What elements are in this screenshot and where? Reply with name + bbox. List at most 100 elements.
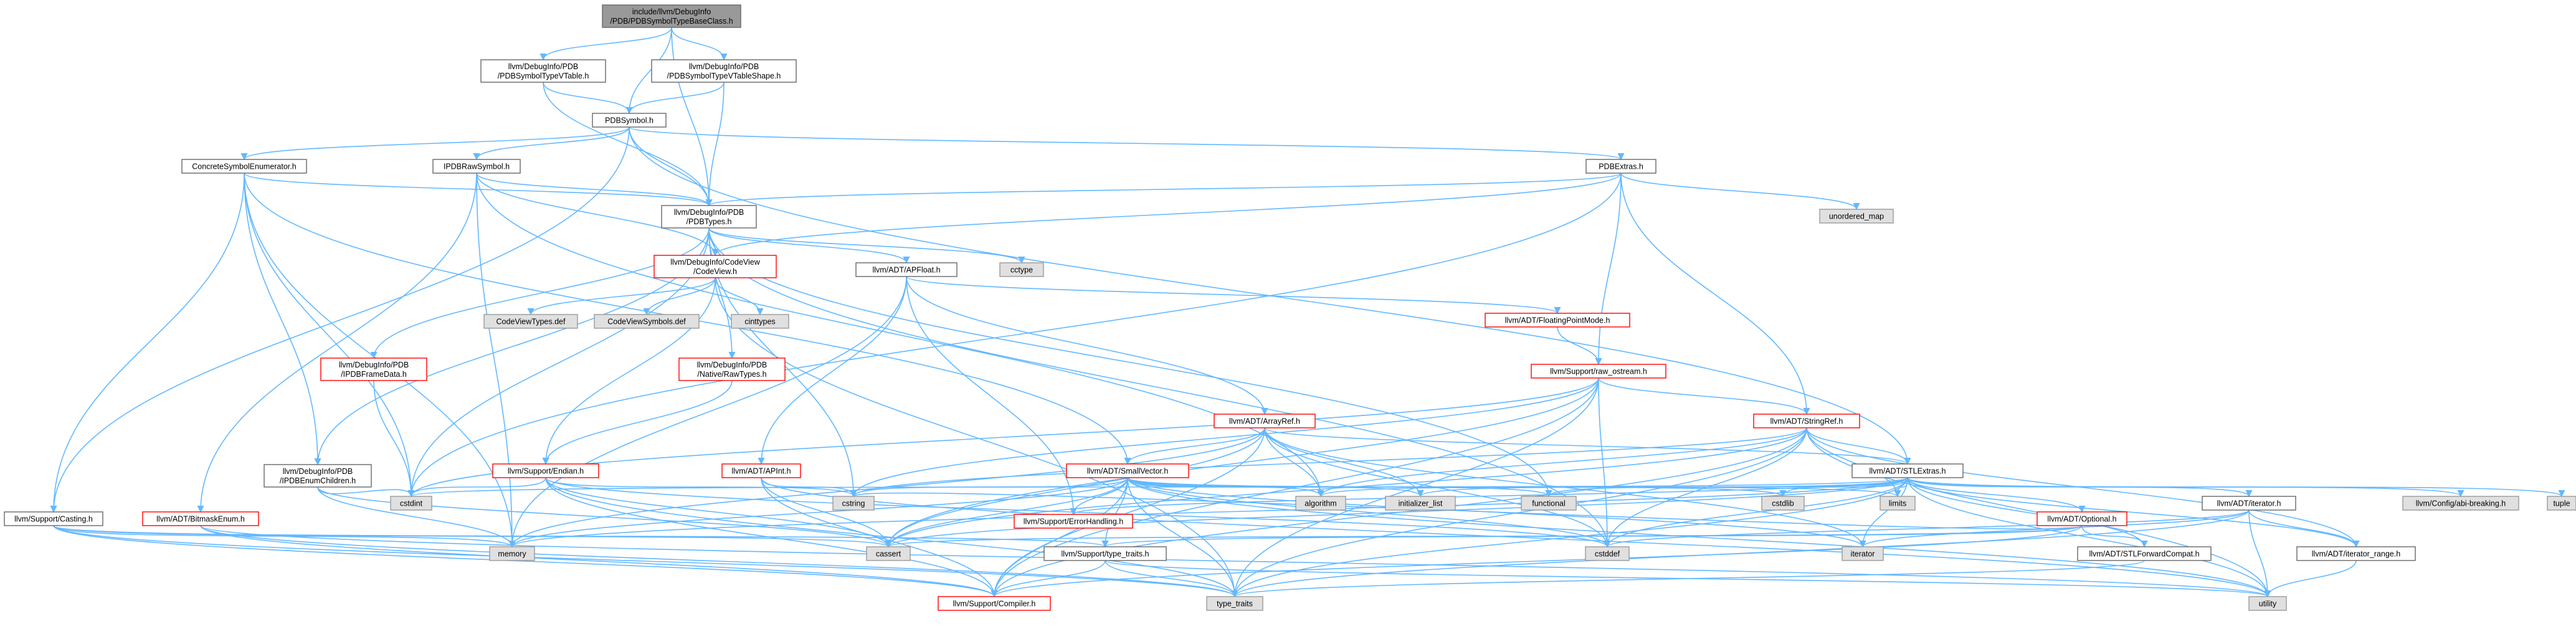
node-stlextras[interactable]: llvm/ADT/STLExtras.h [1851, 463, 1964, 478]
node-enumchildren[interactable]: llvm/DebugInfo/PDB/IPDBEnumChildren.h [264, 464, 372, 488]
node-cctype-box [999, 262, 1044, 277]
node-framedata[interactable]: llvm/DebugInfo/PDB/IPDBFrameData.h [320, 357, 427, 381]
node-apint[interactable]: llvm/ADT/APInt.h [721, 463, 801, 478]
node-stlforward[interactable]: llvm/ADT/STLForwardCompat.h [2077, 546, 2212, 561]
node-cassert[interactable]: cassert [866, 546, 911, 561]
node-algorithm-box [1295, 496, 1346, 511]
node-concrete-box [181, 159, 307, 174]
node-rawsymbol[interactable]: IPDBRawSymbol.h [432, 159, 521, 174]
edge-stringref-to-algorithm [1317, 427, 1807, 498]
edge-pdbextras-to-pdbtypes [705, 173, 1622, 207]
node-typetraitsh[interactable]: llvm/Support/type_traits.h [1043, 546, 1167, 561]
node-algorithm[interactable]: algorithm [1295, 496, 1346, 511]
edge-enumchildren-to-memory [317, 486, 516, 548]
node-cvsymbols[interactable]: CodeViewSymbols.def [594, 314, 700, 329]
node-endian-box [492, 463, 599, 478]
edge-endian-to-cstring [545, 477, 857, 498]
node-endian[interactable]: llvm/Support/Endian.h [492, 463, 599, 478]
node-cstring[interactable]: cstring [832, 496, 875, 511]
node-cvsymbols-label: CodeViewSymbols.def [607, 318, 686, 326]
node-cctype[interactable]: cctype [999, 262, 1044, 277]
node-cstddef-label: cstddef [1595, 550, 1620, 559]
node-pdbtypes-label: /PDBTypes.h [687, 217, 732, 226]
edge-typetraitsh-to-type_traits [1105, 560, 1238, 598]
node-cstdint[interactable]: cstdint [390, 496, 432, 511]
node-cvtypes[interactable]: CodeViewTypes.def [483, 314, 578, 329]
node-cstddef[interactable]: cstddef [1585, 546, 1630, 561]
edges-layer [50, 27, 2565, 598]
node-codeview-box [654, 255, 777, 278]
node-pdbsymbol[interactable]: PDBSymbol.h [592, 113, 667, 128]
node-pdbextras[interactable]: PDBExtras.h [1585, 159, 1656, 174]
node-apfloat-box [855, 262, 958, 277]
node-cstddef-box [1585, 546, 1630, 561]
node-compiler[interactable]: llvm/Support/Compiler.h [938, 596, 1051, 611]
node-bitmask[interactable]: llvm/ADT/BitmaskEnum.h [142, 511, 259, 526]
node-iterrange[interactable]: llvm/ADT/iterator_range.h [2296, 546, 2416, 561]
edge-stlextras-to-memory [508, 477, 1908, 548]
node-abibreaking[interactable]: llvm/Config/abi-breaking.h [2402, 496, 2519, 511]
node-stringref-box [1753, 414, 1860, 428]
edge-vtable-to-pdbsymbol [543, 82, 633, 115]
node-utility[interactable]: utility [2248, 596, 2287, 611]
node-unordered_map[interactable]: unordered_map [1819, 209, 1894, 224]
node-endian-label: llvm/Support/Endian.h [508, 467, 584, 476]
edge-stlextras-to-utility [1907, 477, 2271, 598]
node-limits[interactable]: limits [1880, 496, 1916, 511]
node-cstring-box [832, 496, 875, 511]
node-functional[interactable]: functional [1521, 496, 1577, 511]
edge-root-to-vtable [539, 27, 672, 61]
node-concrete[interactable]: ConcreteSymbolEnumerator.h [181, 159, 307, 174]
edge-codeview-to-cvtypes [527, 277, 716, 316]
node-tuple[interactable]: tuple [2547, 496, 2576, 511]
node-apfloat[interactable]: llvm/ADT/APFloat.h [855, 262, 958, 277]
edge-fpmode-to-raw_ostream [1557, 326, 1602, 366]
node-optional[interactable]: llvm/ADT/Optional.h [2037, 511, 2127, 526]
node-iterator[interactable]: iterator [1842, 546, 1884, 561]
node-optional-label: llvm/ADT/Optional.h [2047, 515, 2116, 524]
node-pdbextras-label: PDBExtras.h [1599, 163, 1643, 171]
node-iterrange-label: llvm/ADT/iterator_range.h [2312, 550, 2400, 559]
edge-codeview-to-cvsymbols [643, 277, 716, 316]
node-cinttypes[interactable]: cinttypes [731, 314, 789, 329]
node-tuple-box [2547, 496, 2576, 511]
node-codeview[interactable]: llvm/DebugInfo/CodeView/CodeView.h [654, 255, 777, 278]
edge-codeview-to-cinttypes [715, 277, 764, 316]
node-stringref[interactable]: llvm/ADT/StringRef.h [1753, 414, 1860, 428]
edge-stlextras-to-stlforward [1907, 477, 2148, 548]
node-casting[interactable]: llvm/Support/Casting.h [4, 511, 103, 526]
node-iteratorh[interactable]: llvm/ADT/iterator.h [2202, 496, 2296, 511]
node-arrayref[interactable]: llvm/ADT/ArrayRef.h [1214, 414, 1316, 428]
node-pdbtypes-label: llvm/DebugInfo/PDB [674, 208, 744, 217]
node-pdbtypes-box [661, 205, 757, 229]
edge-iteratorh-to-iterator [1859, 509, 2250, 548]
node-root[interactable]: include/llvm/DebugInfo/PDB/PDBSymbolType… [602, 4, 741, 28]
edge-optional-to-cassert [885, 525, 2083, 548]
node-memory[interactable]: memory [489, 546, 535, 561]
edge-pdbtypes-to-framedata [370, 227, 710, 359]
edge-pdbtypes-to-cstddef [708, 227, 1611, 548]
node-pdbtypes[interactable]: llvm/DebugInfo/PDB/PDBTypes.h [661, 205, 757, 229]
node-errorhandling[interactable]: llvm/Support/ErrorHandling.h [1014, 514, 1133, 529]
edge-stlextras-to-iterrange [1907, 477, 2360, 548]
edge-stringref-to-stlextras [1806, 427, 1911, 465]
edge-optional-to-compiler [991, 525, 2083, 598]
node-functional-box [1521, 496, 1577, 511]
node-smallvector[interactable]: llvm/ADT/SmallVector.h [1066, 463, 1189, 478]
node-vtable[interactable]: llvm/DebugInfo/PDB/PDBSymbolTypeVTable.h [480, 59, 606, 83]
node-cstdlib[interactable]: cstdlib [1761, 496, 1805, 511]
node-vtshape[interactable]: llvm/DebugInfo/PDB/PDBSymbolTypeVTableSh… [651, 59, 797, 83]
node-casting-label: llvm/Support/Casting.h [14, 515, 93, 524]
node-raw_ostream[interactable]: llvm/Support/raw_ostream.h [1531, 364, 1666, 379]
node-type_traits[interactable]: type_traits [1206, 596, 1263, 611]
edge-optional-to-cstring [850, 489, 2083, 530]
node-vtable-label: llvm/DebugInfo/PDB [508, 62, 579, 71]
node-initializer_list-label: initializer_list [1399, 499, 1443, 508]
node-initializer_list[interactable]: initializer_list [1385, 496, 1456, 511]
edge-stlextras-to-cassert [885, 477, 1908, 548]
node-optional-box [2037, 511, 2127, 526]
node-nativeraw[interactable]: llvm/DebugInfo/PDB/Native/RawTypes.h [678, 357, 786, 381]
node-fpmode[interactable]: llvm/ADT/FloatingPointMode.h [1485, 313, 1630, 328]
edge-vtshape-to-pdbsymbol [625, 82, 725, 115]
node-cinttypes-label: cinttypes [744, 318, 775, 326]
